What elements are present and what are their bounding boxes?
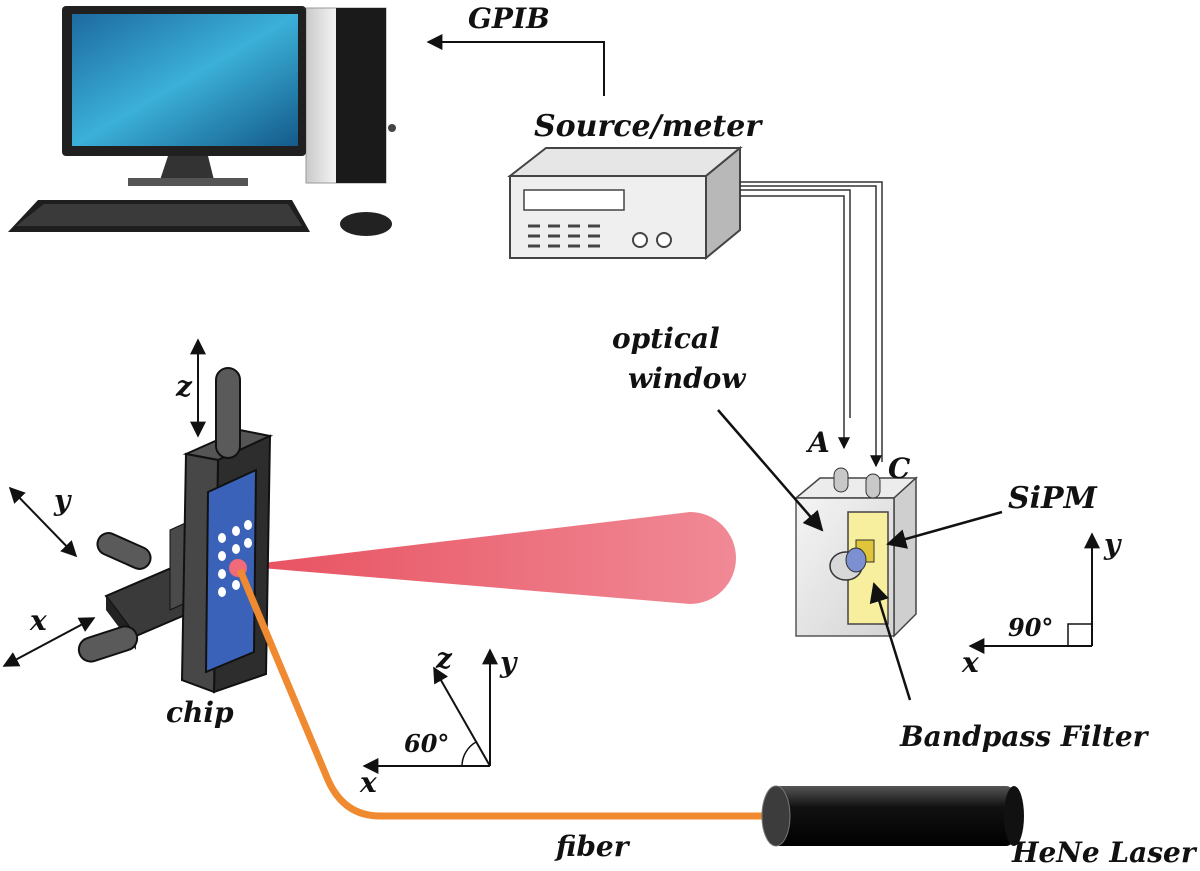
middle-axes <box>362 648 498 774</box>
gpib-label: GPIB <box>468 2 550 35</box>
gpib-cable <box>426 34 605 96</box>
wire-c <box>740 185 882 468</box>
stage-y-arrow <box>8 486 78 558</box>
laser-tube-icon <box>761 785 1024 847</box>
fiber-label: fiber <box>554 830 631 863</box>
optical-window-pointer <box>717 409 824 532</box>
pin-c <box>865 473 881 499</box>
mouse <box>340 212 392 236</box>
mid-axis-y-label: y <box>499 646 518 679</box>
filter-pointer <box>869 582 912 701</box>
meter-display <box>523 189 625 211</box>
right-axis-x-label: x <box>961 646 979 679</box>
right-axes <box>968 532 1100 654</box>
mid-axis-x-label: x <box>359 766 377 799</box>
fiber-cable <box>236 568 770 820</box>
sipm-housing <box>793 467 918 638</box>
wire-a <box>740 195 850 450</box>
mid-angle-label: 60° <box>404 729 449 758</box>
stage-axis-z-label: z <box>175 370 193 403</box>
right-axis-y-label: y <box>1103 528 1122 561</box>
desktop-computer-icon <box>8 6 396 236</box>
light-beam <box>238 512 736 604</box>
stage-axis-x-label: x <box>29 604 47 637</box>
stage-x-arrow <box>2 617 96 667</box>
monitor-screen <box>72 14 298 146</box>
source-meter-label: Source/meter <box>534 109 763 144</box>
chip-stage <box>77 367 274 694</box>
right-angle-label: 90° <box>1008 613 1053 642</box>
wire-c-outer <box>740 181 883 462</box>
sipm-pointer <box>886 510 1003 549</box>
cathode-label: C <box>888 452 911 485</box>
pc-tower-side <box>336 8 386 183</box>
mid-axis-z-label: z <box>435 642 453 675</box>
bandpass-filter-label: Bandpass Filter <box>899 720 1150 753</box>
optical-window-label-1: optical <box>612 322 720 355</box>
sipm-label: SiPM <box>1008 481 1098 516</box>
anode-label: A <box>805 426 830 459</box>
laser-label: HeNe Laser <box>1011 836 1198 869</box>
source-meter-icon <box>507 145 743 261</box>
wire-a-outer <box>740 189 851 418</box>
chip-label: chip <box>166 696 234 729</box>
pin-a <box>833 467 849 493</box>
optical-window-label-2: window <box>628 362 746 395</box>
stage-axis-y-label: y <box>53 484 72 517</box>
